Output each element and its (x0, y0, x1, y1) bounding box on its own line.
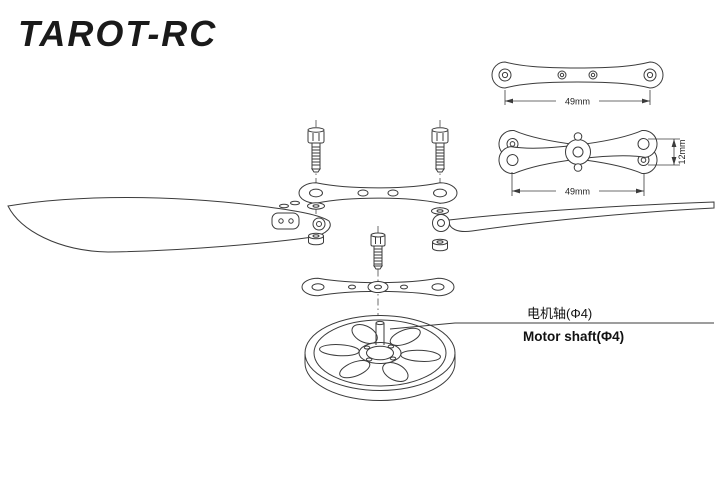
thread-lines (436, 146, 444, 166)
motor-bell (304, 316, 456, 401)
dimension-assembly-thickness: 12mm (648, 138, 687, 166)
washer-right (431, 207, 449, 215)
dim-text-assembly-thickness: 12mm (677, 139, 687, 164)
motor-hub-screws (363, 345, 397, 362)
detail-view-clamp-plate: 49mm (491, 61, 664, 107)
left-propeller-blade (7, 197, 331, 253)
grip-washer (279, 203, 289, 209)
cap-screw-center (370, 232, 386, 270)
motor-bell-side (304, 362, 456, 401)
grip-washer (290, 200, 300, 206)
leader-line (389, 322, 714, 330)
brand-logo: TAROT-RC (18, 13, 217, 54)
blade-grip (271, 200, 300, 230)
label-motor-shaft-en: Motor shaft(Φ4) (523, 329, 624, 344)
dim-text-assembly-width: 49mm (565, 187, 590, 197)
label-motor-shaft-cn: 电机轴(Φ4) (527, 306, 592, 321)
center-axes (315, 120, 441, 338)
detail-view-folded-assembly: 49mm 12mm (498, 130, 687, 197)
motor-shaft-callout: 电机轴(Φ4) Motor shaft(Φ4) (389, 306, 714, 344)
cap-screw-right (431, 127, 449, 173)
right-propeller-blade (432, 201, 715, 232)
dimension-assembly-width: 49mm (511, 172, 645, 197)
cap-screw-left (307, 127, 325, 173)
motor-shaft (375, 320, 385, 345)
dim-text-plate-width: 49mm (565, 97, 590, 107)
bottom-mount-plate (302, 278, 454, 296)
lock-nut-right (432, 238, 448, 252)
washer-left (307, 202, 325, 210)
thread-lines (374, 248, 382, 265)
top-clamp-plate (299, 183, 457, 203)
motor-spoke-cutouts (318, 323, 442, 384)
dimension-plate-width: 49mm (504, 90, 651, 107)
lock-nut-left (308, 232, 324, 246)
thread-lines (312, 146, 320, 166)
